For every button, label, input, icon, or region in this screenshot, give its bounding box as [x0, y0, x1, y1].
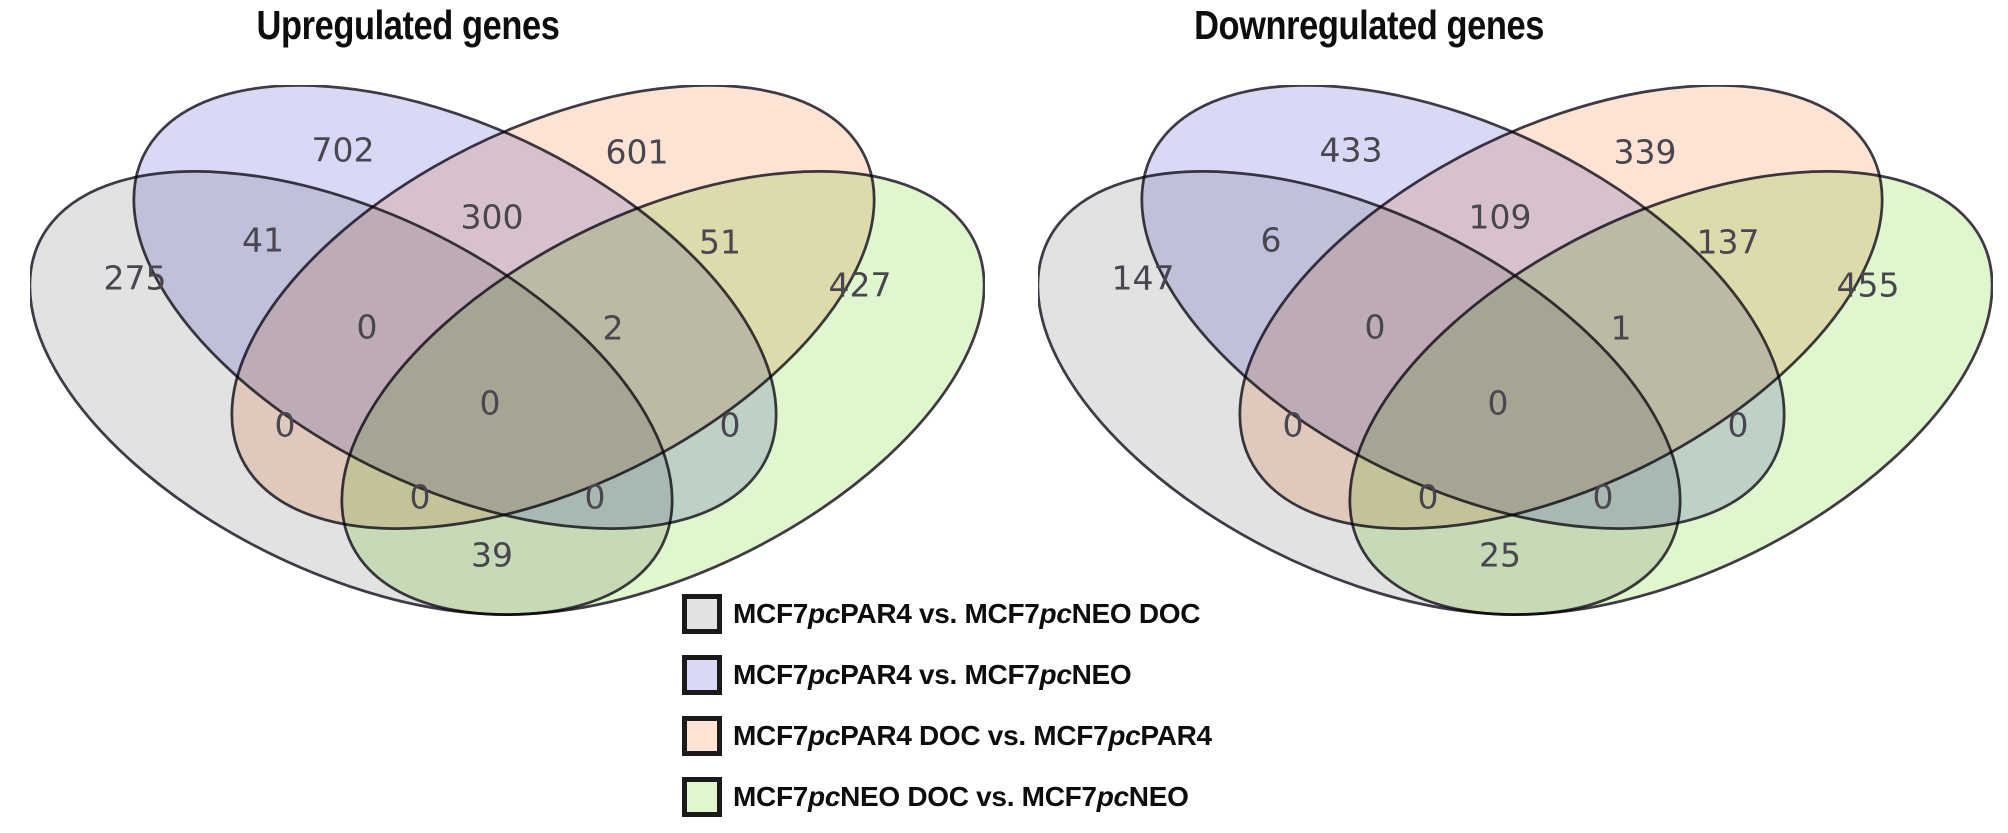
- legend-label-part: PAR4 vs. MCF7: [840, 659, 1040, 690]
- count-c-only: 339: [1614, 133, 1677, 172]
- legend-label-part-italic: pc: [808, 598, 841, 629]
- legend-label-part: NEO: [1071, 659, 1132, 690]
- legend-label-part: NEO DOC vs. MCF7: [840, 781, 1097, 812]
- count-cd: 137: [1697, 223, 1760, 262]
- legend-swatch-lavender: [682, 655, 722, 695]
- legend-label-green: MCF7pcNEO DOC vs. MCF7pcNEO: [733, 781, 1189, 813]
- legend-label-part-italic: pc: [808, 781, 841, 812]
- legend-label-part-italic: pc: [1039, 659, 1072, 690]
- count-ac: 0: [1283, 406, 1304, 445]
- venn-upregulated: 275 702 601 427 41 300 51 0 2 0 0 0 0 0 …: [30, 85, 985, 630]
- count-bc: 109: [1469, 198, 1532, 237]
- count-abc: 0: [1365, 308, 1386, 347]
- count-bcd: 2: [603, 309, 624, 348]
- legend-label-part-italic: pc: [1096, 781, 1129, 812]
- count-abd: 0: [1593, 478, 1614, 517]
- legend-label-part-italic: pc: [808, 659, 841, 690]
- legend-label-peach: MCF7pcPAR4 DOC vs. MCF7pcPAR4: [733, 720, 1212, 752]
- count-ad: 25: [1479, 536, 1521, 575]
- count-ac: 0: [275, 406, 296, 445]
- count-b-only: 702: [312, 131, 375, 170]
- legend-label-part: MCF7: [733, 720, 809, 751]
- legend-item-green: MCF7pcNEO DOC vs. MCF7pcNEO: [682, 777, 1212, 817]
- legend-label-part-italic: pc: [1108, 720, 1141, 751]
- legend-item-peach: MCF7pcPAR4 DOC vs. MCF7pcPAR4: [682, 716, 1212, 756]
- count-bc: 300: [461, 198, 524, 237]
- count-acd: 0: [410, 478, 431, 517]
- legend-item-gray: MCF7pcPAR4 vs. MCF7pcNEO DOC: [682, 594, 1212, 634]
- legend-label-part: NEO: [1128, 781, 1189, 812]
- count-d-only: 455: [1837, 266, 1900, 305]
- count-ad: 39: [471, 536, 513, 575]
- legend-label-lavender: MCF7pcPAR4 vs. MCF7pcNEO: [733, 659, 1132, 691]
- legend-label-part: NEO DOC: [1071, 598, 1201, 629]
- legend: MCF7pcPAR4 vs. MCF7pcNEO DOC MCF7pcPAR4 …: [682, 594, 1212, 833]
- venn-downregulated-ellipses: [1038, 85, 1993, 630]
- venn-upregulated-ellipses: [30, 85, 985, 630]
- count-bd: 0: [1728, 406, 1749, 445]
- count-ab: 41: [242, 221, 284, 260]
- legend-label-part-italic: pc: [1039, 598, 1072, 629]
- count-a-only: 147: [1112, 259, 1175, 298]
- legend-label-part: PAR4: [1140, 720, 1212, 751]
- ellipse-set-d-green: [246, 85, 985, 630]
- title-downregulated: Downregulated genes: [1194, 2, 1544, 48]
- title-upregulated: Upregulated genes: [256, 2, 560, 48]
- legend-swatch-green: [682, 777, 722, 817]
- legend-item-lavender: MCF7pcPAR4 vs. MCF7pcNEO: [682, 655, 1212, 695]
- count-bcd: 1: [1611, 309, 1632, 348]
- venn-upregulated-counts: 275 702 601 427 41 300 51 0 2 0 0 0 0 0 …: [104, 131, 892, 575]
- legend-label-gray: MCF7pcPAR4 vs. MCF7pcNEO DOC: [733, 598, 1200, 630]
- legend-label-part: PAR4 vs. MCF7: [840, 598, 1040, 629]
- ellipse-set-d-green: [1254, 85, 1993, 630]
- legend-label-part: MCF7: [733, 781, 809, 812]
- count-a-only: 275: [104, 259, 167, 298]
- venn-downregulated-counts: 147 433 339 455 6 109 137 0 1 0 0 0 0 0 …: [1112, 131, 1900, 575]
- count-bd: 0: [720, 406, 741, 445]
- count-cd: 51: [699, 223, 741, 262]
- count-b-only: 433: [1320, 131, 1383, 170]
- count-abd: 0: [585, 478, 606, 517]
- legend-label-part-italic: pc: [808, 720, 841, 751]
- legend-swatch-peach: [682, 716, 722, 756]
- legend-swatch-gray: [682, 594, 722, 634]
- legend-label-part: MCF7: [733, 659, 809, 690]
- count-ab: 6: [1261, 221, 1282, 260]
- count-abc: 0: [357, 308, 378, 347]
- legend-label-part: MCF7: [733, 598, 809, 629]
- count-abcd: 0: [480, 384, 501, 423]
- venn-downregulated: 147 433 339 455 6 109 137 0 1 0 0 0 0 0 …: [1038, 85, 1993, 630]
- count-abcd: 0: [1488, 384, 1509, 423]
- count-d-only: 427: [829, 266, 892, 305]
- legend-label-part: PAR4 DOC vs. MCF7: [840, 720, 1109, 751]
- count-c-only: 601: [606, 133, 669, 172]
- count-acd: 0: [1418, 478, 1439, 517]
